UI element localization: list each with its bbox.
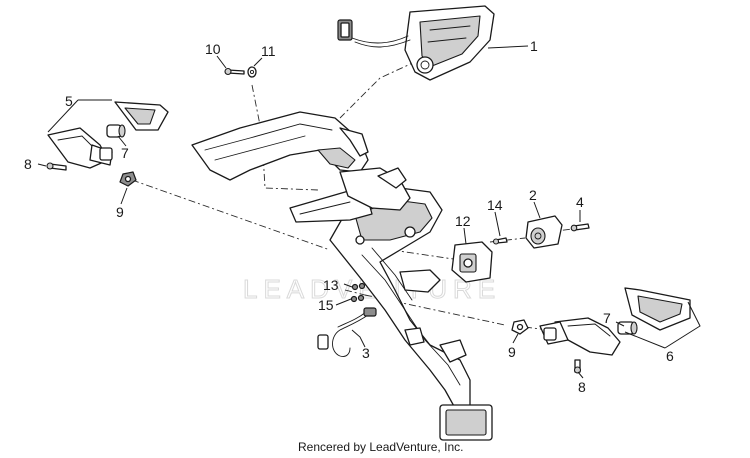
small-nuts (350, 282, 366, 303)
callout-10: 10 (205, 41, 221, 57)
tail-light-unit (337, 5, 495, 81)
callout-8-right: 8 (578, 379, 586, 395)
license-plate-holder (289, 167, 493, 441)
callout-15: 15 (318, 297, 334, 313)
left-turn-signal (46, 101, 169, 187)
callout-5: 5 (65, 93, 73, 109)
callout-labels: 1 2 4 3 5 6 7 7 8 8 9 9 10 11 12 13 14 1… (24, 38, 674, 395)
callout-2: 2 (529, 187, 537, 203)
callout-11: 11 (261, 43, 276, 59)
callout-4: 4 (576, 194, 584, 210)
small-screw (492, 237, 508, 245)
wiring-cable (317, 307, 377, 357)
callout-9-left: 9 (116, 204, 124, 220)
callout-1: 1 (530, 38, 538, 54)
screw-and-washer (224, 66, 257, 78)
callout-7-left: 7 (121, 145, 129, 161)
callout-7-right: 7 (603, 310, 611, 326)
reflector-housing (451, 241, 493, 283)
leader-lines (37, 45, 701, 379)
upper-bracket (191, 111, 369, 181)
callout-13: 13 (323, 277, 339, 293)
callout-6: 6 (666, 348, 674, 364)
credit-line: Rencered by LeadVenture, Inc. (298, 440, 463, 454)
callout-14: 14 (487, 197, 503, 213)
callout-12: 12 (455, 213, 471, 229)
callout-3: 3 (362, 345, 370, 361)
right-turn-signal (511, 287, 691, 374)
callout-9-right: 9 (508, 344, 516, 360)
callout-8-left: 8 (24, 156, 32, 172)
screw-4 (570, 223, 590, 232)
license-plate-light (525, 215, 563, 249)
